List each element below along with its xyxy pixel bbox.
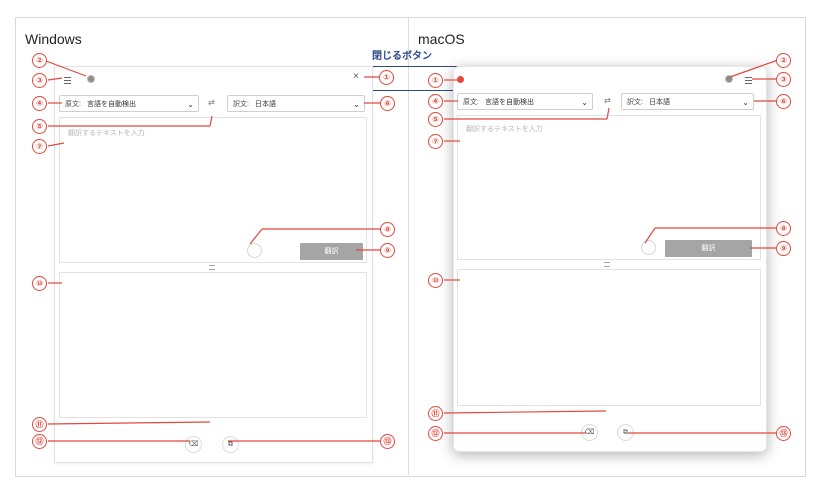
- target-label: 訳文:: [627, 99, 643, 106]
- resize-grip-icon[interactable]: [604, 262, 610, 267]
- chevron-down-icon: ⌄: [581, 98, 588, 107]
- callout-6-mac: ⑥: [776, 94, 791, 109]
- callout-11-win: ⑪: [32, 417, 47, 432]
- source-text-input[interactable]: 翻訳するテキストを入力 翻訳: [59, 117, 367, 263]
- chevron-down-icon: ⌄: [187, 100, 194, 109]
- callout-12-mac: ⑫: [428, 426, 443, 441]
- callout-7-win: ⑦: [32, 139, 47, 154]
- leader-2-win: [45, 60, 87, 77]
- callout-10-win: ⑩: [32, 276, 47, 291]
- callout-5-mac: ⑤: [428, 112, 443, 127]
- leader-11-win: [47, 421, 211, 425]
- macos-title: macOS: [418, 31, 465, 47]
- leader-7-win: [47, 142, 65, 147]
- callout-9-mac: ⑨: [776, 241, 791, 256]
- resize-grip-icon[interactable]: [209, 265, 215, 270]
- close-button-caption: 閉じるボタン: [372, 51, 432, 62]
- callout-13-win: ⑬: [380, 434, 395, 449]
- source-text-input[interactable]: 翻訳するテキストを入力 翻訳: [457, 115, 761, 260]
- source-language-select[interactable]: 原文: 言語を自動検出 ⌄: [59, 95, 199, 112]
- callout-11-mac: ⑪: [428, 406, 443, 421]
- eraser-icon[interactable]: ⌫: [185, 436, 202, 453]
- target-value: 日本語: [254, 101, 276, 108]
- callout-3-mac: ③: [776, 72, 791, 87]
- gear-icon[interactable]: [726, 76, 732, 82]
- source-value: 言語を自動検出: [484, 99, 534, 106]
- callout-3-win: ③: [32, 73, 47, 88]
- input-placeholder: 翻訳するテキストを入力: [466, 126, 543, 133]
- close-icon[interactable]: ×: [353, 71, 359, 82]
- leader-11-mac: [443, 410, 607, 414]
- translate-button[interactable]: 翻訳: [300, 243, 363, 260]
- copy-icon[interactable]: ⧉: [222, 436, 239, 453]
- column-divider: [408, 17, 409, 475]
- source-label: 原文:: [463, 99, 479, 106]
- swap-arrows-icon[interactable]: ⇄: [604, 96, 611, 105]
- leader-3-win: [47, 77, 63, 81]
- source-language-select[interactable]: 原文: 言語を自動検出 ⌄: [457, 93, 593, 110]
- leader-5b-mac: [606, 107, 610, 120]
- target-label: 訳文:: [233, 101, 249, 108]
- callout-10-mac: ⑩: [428, 273, 443, 288]
- callout-6-win: ⑥: [380, 96, 395, 111]
- translate-button[interactable]: 翻訳: [665, 240, 752, 257]
- chevron-down-icon: ⌄: [742, 98, 749, 107]
- translation-output: [59, 272, 367, 418]
- target-value: 日本語: [648, 99, 670, 106]
- callout-1-mac: ①: [428, 73, 443, 88]
- macos-translator-panel: 原文:言語を自動検出 ⌄ ⇄ 訳文:日本語 ⌄ 翻訳するテキストを入力 翻訳 ⌫…: [453, 66, 767, 452]
- input-placeholder: 翻訳するテキストを入力: [68, 130, 145, 137]
- callout-2-mac: ②: [776, 53, 791, 68]
- callout-8-mac: ⑧: [776, 221, 791, 236]
- leader-8a-win: [249, 228, 263, 245]
- chevron-down-icon: ⌄: [353, 100, 360, 109]
- translation-output: [457, 269, 761, 406]
- source-label: 原文:: [65, 101, 81, 108]
- hamburger-icon[interactable]: [745, 77, 752, 84]
- hamburger-icon[interactable]: [64, 77, 71, 84]
- target-language-select[interactable]: 訳文: 日本語 ⌄: [621, 93, 754, 110]
- source-value: 言語を自動検出: [86, 101, 136, 108]
- leader-5b-win: [209, 115, 213, 127]
- callout-1-win: ①: [379, 70, 394, 85]
- callout-4-win: ④: [32, 96, 47, 111]
- callout-5-win: ⑤: [32, 119, 47, 134]
- callout-12-win: ⑫: [32, 434, 47, 449]
- leader-2-mac: [729, 59, 779, 78]
- callout-9-win: ⑨: [380, 243, 395, 258]
- callout-2-win: ②: [32, 53, 47, 68]
- target-language-select[interactable]: 訳文: 日本語 ⌄: [227, 95, 365, 112]
- windows-title: Windows: [25, 31, 82, 47]
- callout-7-mac: ⑦: [428, 134, 443, 149]
- callout-8-win: ⑧: [380, 222, 395, 237]
- swap-arrows-icon[interactable]: ⇄: [208, 98, 215, 107]
- progress-indicator: [641, 240, 656, 255]
- callout-4-mac: ④: [428, 94, 443, 109]
- leader-8a-mac: [644, 227, 656, 244]
- windows-translator-panel: × 原文: 言語を自動検出 ⌄ ⇄ 訳文: 日本語 ⌄ 翻訳するテキストを入力 翻訳…: [54, 66, 373, 463]
- close-dot-icon[interactable]: [457, 76, 464, 83]
- gear-icon[interactable]: [88, 76, 94, 82]
- progress-indicator: [247, 243, 262, 258]
- callout-13-mac: ⑬: [776, 426, 791, 441]
